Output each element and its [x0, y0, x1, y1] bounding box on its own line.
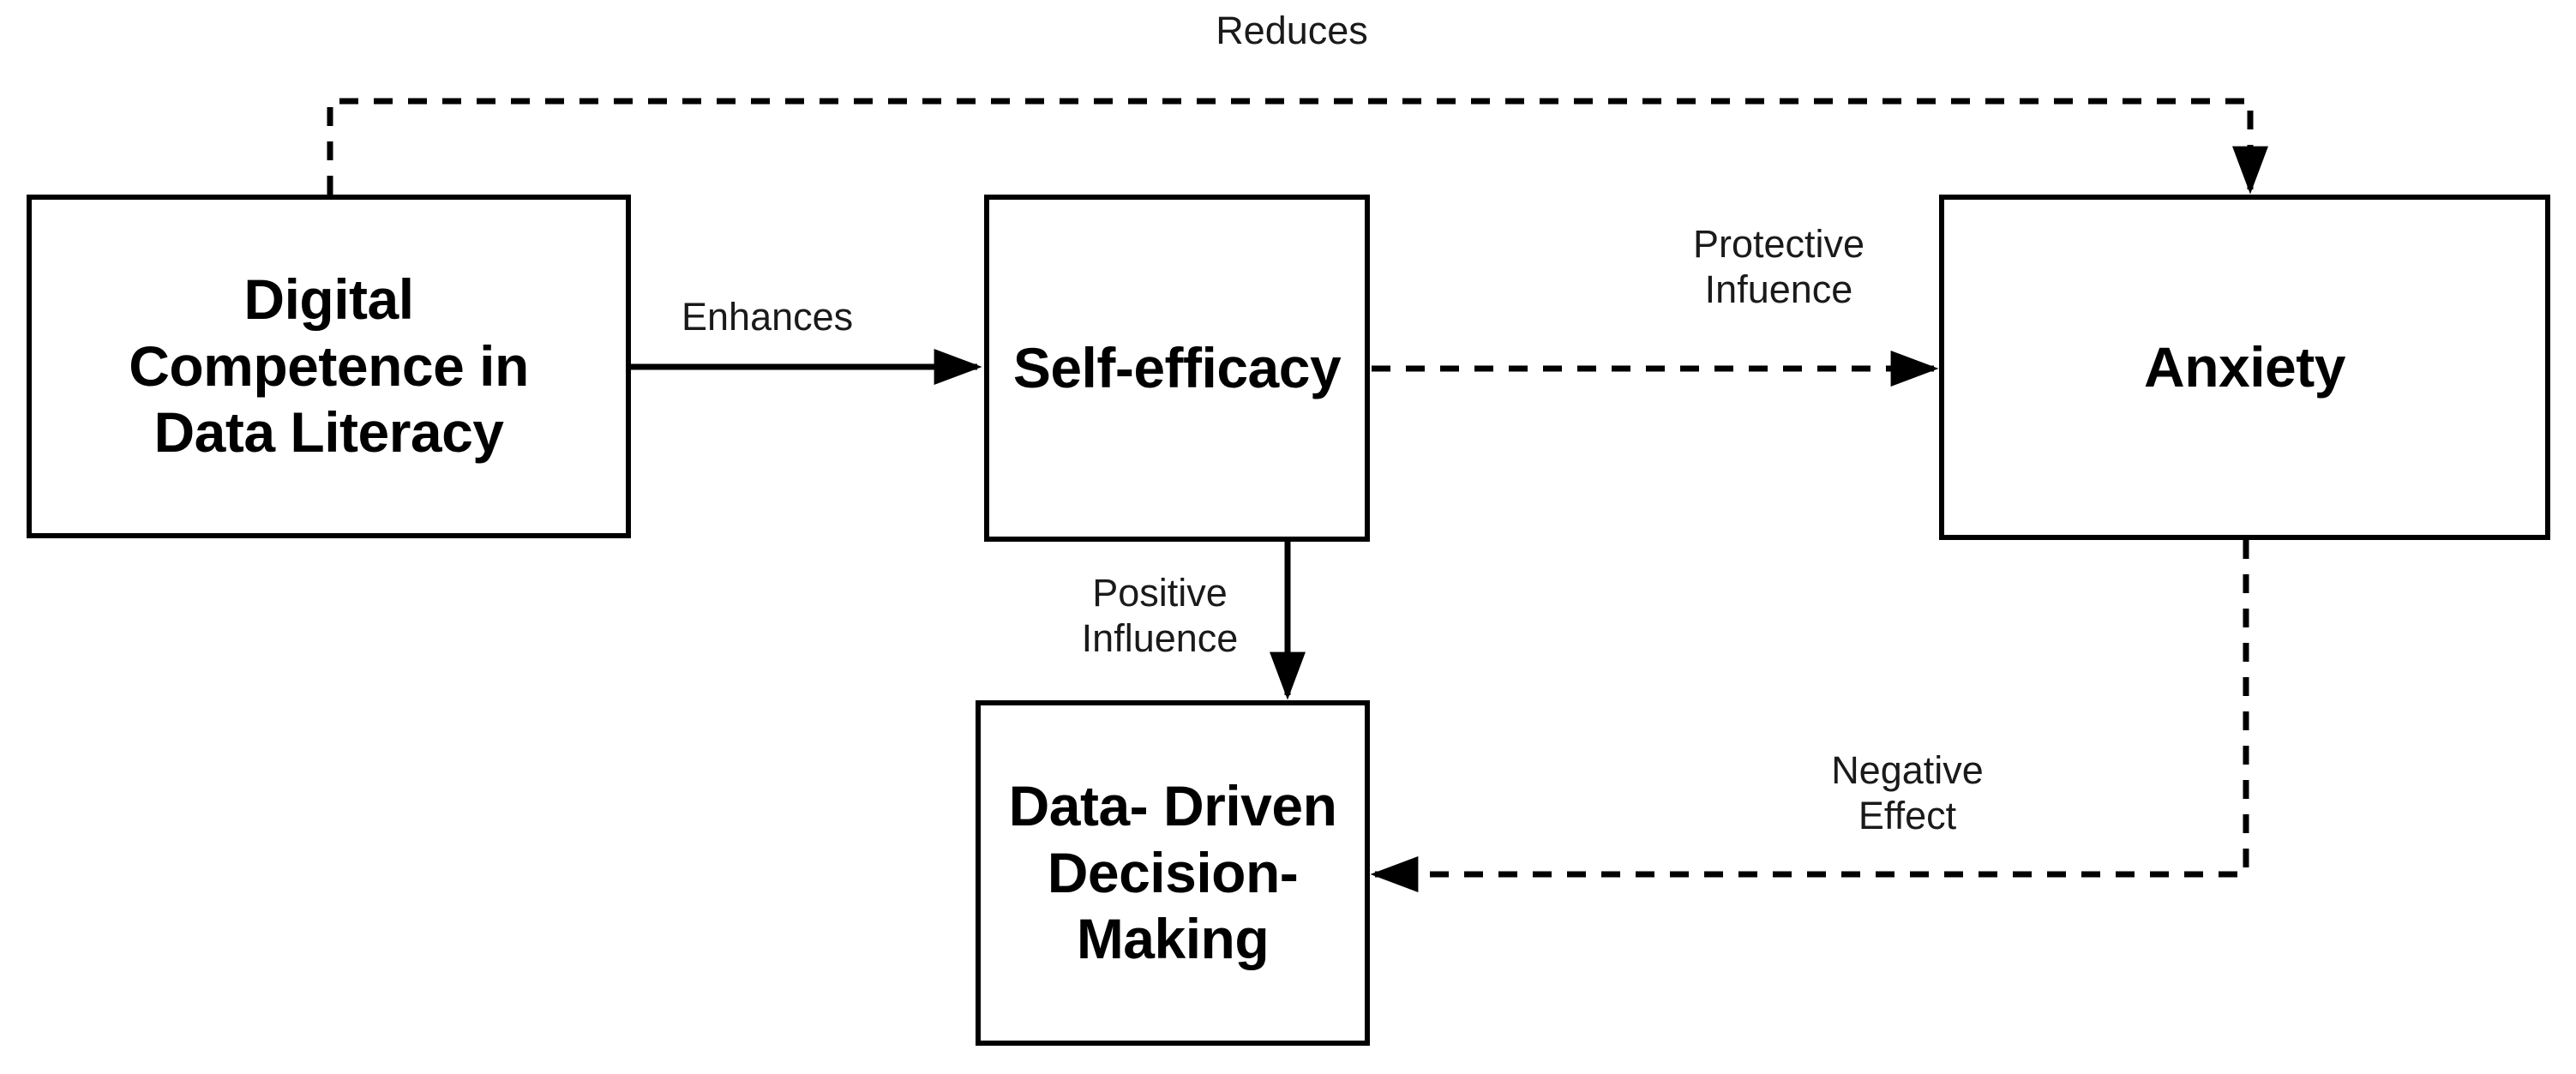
edge-negative-effect-line: [1370, 540, 2249, 892]
node-anxiety-label: Anxiety: [2144, 334, 2345, 399]
node-self-efficacy-label: Self-efficacy: [1012, 335, 1342, 399]
node-digital-competence-label: Digital Competence in Data Literacy: [129, 267, 529, 465]
edge-label-negative-effect: Negative Effect: [1831, 748, 1984, 838]
edge-label-reduces: Reduces: [1216, 9, 1368, 52]
node-digital-competence[interactable]: Digital Competence in Data Literacy: [27, 195, 631, 538]
edge-label-protective-influence: Protective Infuence: [1692, 222, 1865, 312]
node-self-efficacy[interactable]: Self-efficacy: [984, 195, 1370, 542]
edge-reduces-line: [327, 98, 2268, 195]
node-data-driven-decision-making[interactable]: Data- Driven Decision-Making: [976, 700, 1370, 1046]
node-anxiety[interactable]: Anxiety: [1939, 195, 2550, 540]
edge-label-positive-influence: Positive Influence: [1081, 571, 1239, 661]
node-data-driven-decision-making-label: Data- Driven Decision-Making: [1008, 773, 1337, 971]
edge-label-enhances: Enhances: [682, 295, 854, 339]
